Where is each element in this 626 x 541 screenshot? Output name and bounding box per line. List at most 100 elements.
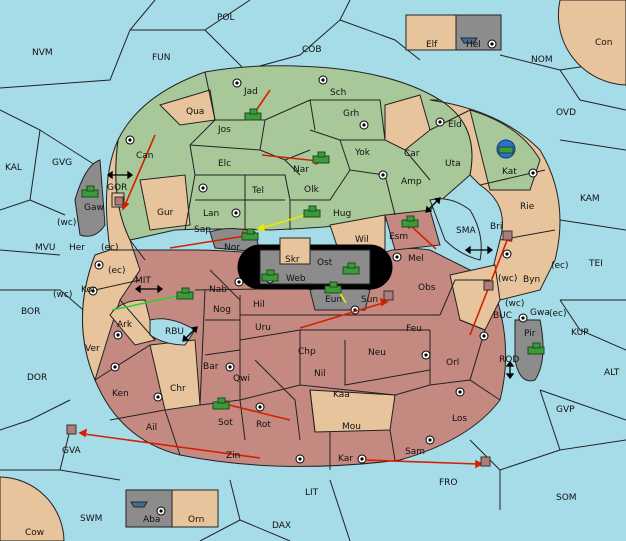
svg-text:Esm: Esm [389, 232, 408, 242]
svg-text:Orn: Orn [188, 515, 204, 525]
svg-text:(ec): (ec) [551, 261, 569, 271]
svg-text:Aba: Aba [143, 515, 160, 525]
svg-text:Elf: Elf [426, 40, 438, 50]
svg-text:FRO: FRO [439, 478, 458, 488]
svg-text:Can: Can [136, 151, 154, 161]
svg-text:Obs: Obs [418, 283, 436, 293]
svg-text:Sun: Sun [361, 295, 378, 305]
svg-text:BOR: BOR [21, 307, 40, 317]
ship-icon[interactable] [130, 501, 148, 508]
svg-text:SOM: SOM [556, 493, 577, 503]
svg-text:DAX: DAX [272, 521, 291, 531]
gaw-province[interactable] [74, 159, 106, 237]
svg-text:Uru: Uru [255, 323, 271, 333]
army-icon[interactable] [303, 205, 321, 218]
svg-text:(ec): (ec) [108, 266, 126, 276]
svg-text:Gwa: Gwa [530, 308, 550, 318]
svg-text:Pir: Pir [524, 329, 536, 339]
cow-province[interactable] [0, 476, 65, 541]
svg-text:Nil: Nil [314, 369, 326, 379]
svg-text:GVP: GVP [556, 405, 575, 415]
svg-text:Kar: Kar [338, 454, 353, 464]
svg-text:Tel: Tel [251, 186, 264, 196]
army-icon[interactable] [81, 185, 99, 198]
skr-province[interactable] [279, 237, 311, 265]
svg-text:(wc): (wc) [505, 299, 524, 309]
svg-text:LIT: LIT [305, 488, 319, 498]
svg-text:SMA: SMA [456, 226, 476, 236]
svg-text:Byn: Byn [523, 275, 540, 285]
svg-text:Grh: Grh [343, 109, 359, 119]
svg-text:Web: Web [286, 274, 306, 284]
svg-text:Sch: Sch [330, 88, 346, 98]
svg-text:Zin: Zin [226, 451, 240, 461]
svg-text:Lan: Lan [203, 209, 219, 219]
svg-text:GVA: GVA [62, 446, 82, 456]
svg-text:Kor: Kor [81, 285, 96, 295]
con-province[interactable] [557, 0, 626, 86]
army-icon[interactable] [324, 281, 342, 294]
army-units [81, 108, 545, 410]
svg-text:Ail: Ail [146, 423, 157, 433]
army-icon[interactable] [496, 139, 516, 159]
army-icon[interactable] [401, 215, 419, 228]
svg-text:Nar: Nar [293, 165, 309, 175]
svg-text:(wc): (wc) [53, 290, 72, 300]
svg-text:Nab: Nab [209, 285, 227, 295]
svg-text:Mou: Mou [342, 422, 361, 432]
svg-text:KUP: KUP [571, 328, 589, 338]
orn-province[interactable] [171, 489, 219, 528]
army-icon[interactable] [241, 228, 259, 241]
army-icon[interactable] [261, 269, 279, 282]
svg-text:RBU: RBU [165, 327, 184, 337]
svg-text:Jad: Jad [243, 87, 258, 97]
svg-text:Ver: Ver [85, 344, 100, 354]
svg-text:Amp: Amp [401, 177, 422, 187]
svg-text:MVU: MVU [35, 243, 56, 253]
svg-text:GOR: GOR [107, 183, 127, 193]
svg-text:Skr: Skr [285, 255, 300, 265]
svg-text:Hug: Hug [333, 209, 351, 219]
army-icon[interactable] [312, 151, 330, 164]
svg-text:(ec): (ec) [101, 243, 119, 253]
army-icon[interactable] [527, 342, 545, 355]
army-icon[interactable] [342, 262, 360, 275]
svg-text:(wc): (wc) [498, 274, 517, 284]
svg-text:Ost: Ost [317, 258, 333, 268]
svg-text:Uta: Uta [445, 159, 461, 169]
svg-text:Neu: Neu [368, 348, 386, 358]
svg-text:Jos: Jos [217, 125, 231, 135]
svg-text:DOR: DOR [27, 373, 47, 383]
svg-text:KAL: KAL [5, 163, 22, 173]
gur-province[interactable] [139, 174, 191, 231]
svg-text:Eld: Eld [448, 120, 462, 130]
svg-text:(ec): (ec) [549, 309, 567, 319]
svg-text:Orl: Orl [446, 358, 459, 368]
svg-text:Kat: Kat [502, 167, 517, 177]
svg-text:POL: POL [217, 13, 235, 23]
army-icon[interactable] [176, 287, 194, 300]
car-province[interactable] [384, 94, 431, 151]
svg-text:OVD: OVD [556, 108, 576, 118]
army-icon[interactable] [212, 397, 230, 410]
ship-icon[interactable] [460, 37, 478, 44]
fleet-units [130, 37, 478, 508]
svg-text:Nor: Nor [224, 243, 240, 253]
svg-text:ALT: ALT [604, 368, 620, 378]
elf-province[interactable] [405, 14, 457, 51]
svg-text:Hel: Hel [466, 40, 481, 50]
svg-text:Sam: Sam [405, 447, 425, 457]
svg-text:Qwi: Qwi [233, 374, 250, 384]
svg-text:Bri: Bri [490, 222, 502, 232]
passage-markers [106, 170, 515, 380]
svg-text:Qua: Qua [186, 107, 204, 117]
svg-text:Sap: Sap [194, 225, 211, 235]
svg-text:NOM: NOM [531, 55, 553, 65]
army-icon[interactable] [244, 108, 262, 121]
svg-text:Mel: Mel [408, 254, 424, 264]
coast-labels: (wc) (ec) (ec) (wc) (wc) (ec) (wc) (ec) [53, 218, 569, 319]
svg-text:Cow: Cow [25, 528, 44, 538]
svg-text:NVM: NVM [32, 48, 53, 58]
